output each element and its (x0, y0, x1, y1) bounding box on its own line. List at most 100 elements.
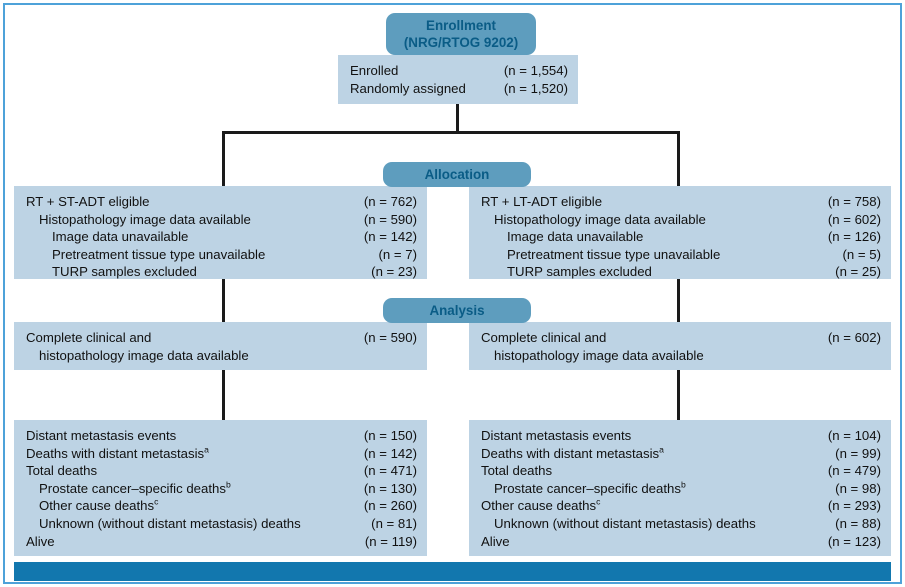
flow-row-count: (n = 98) (835, 480, 881, 496)
flow-row-label: Histopathology image data available (494, 211, 706, 227)
flow-row: Unknown (without distant metastasis) dea… (26, 515, 417, 533)
connector-right-to-allocation (677, 131, 680, 187)
connector-left-allocation-to-analysis (222, 279, 225, 323)
flow-row-count: (n = 260) (363, 498, 417, 514)
connector-left-to-allocation (222, 131, 225, 187)
flow-row-count: (n = 602) (827, 211, 881, 227)
connector-left-analysis-to-outcomes (222, 370, 225, 421)
flow-row: Prostate cancer–specific deathsb(n = 130… (26, 480, 417, 498)
allocation-left-rows: RT + ST-ADT eligible (n = 762) Histopathol… (14, 186, 427, 288)
flow-row: Total deaths (n = 479) (481, 462, 881, 480)
flow-row-count: (n = 123) (827, 533, 881, 549)
connector-right-analysis-to-outcomes (677, 370, 680, 421)
flow-row-count: (n = 130) (363, 480, 417, 496)
enrollment-rows: Enrolled(n = 1,554)Randomly assigned(n =… (338, 55, 578, 104)
stage-pill-enrollment: Enrollment (NRG/RTOG 9202) (386, 13, 536, 55)
allocation-right-rows: RT + LT-ADT eligible (n = 758) Histopathol… (469, 186, 891, 288)
flow-row-label: TURP samples excluded (507, 264, 652, 280)
flow-row: Randomly assigned(n = 1,520) (350, 80, 568, 98)
flow-row: Complete clinical and(n = 590) (26, 329, 417, 347)
flow-row-label: Other cause deathsc (481, 496, 601, 514)
flow-row: Enrolled(n = 1,554) (350, 62, 568, 80)
flow-row-label: Deaths with distant metastasisa (26, 444, 209, 461)
flow-row-count: (n = 5) (842, 246, 881, 262)
flow-row-count: (n = 81) (371, 515, 417, 531)
stage-pill-allocation: Allocation (383, 162, 531, 187)
flow-row-count: (n = 150) (363, 428, 417, 443)
flow-row-label: Total deaths (481, 463, 553, 479)
stage-enrollment-line1: Enrollment (426, 18, 496, 33)
flow-row-label: RT + LT-ADT eligible (481, 194, 603, 209)
flow-row-label: Enrolled (350, 63, 399, 78)
flow-row-count: (n = 471) (363, 463, 417, 479)
flow-row-count: (n = 590) (363, 330, 417, 345)
flow-row: Histopathology image data available (n = … (26, 211, 417, 229)
outcomes-box-right: Distant metastasis events (n = 104) Deaths… (469, 420, 891, 556)
flow-row: Distant metastasis events (n = 150) (26, 427, 417, 445)
flow-row-label: Pretreatment tissue type unavailable (507, 246, 721, 262)
analysis-left-rows: Complete clinical and(n = 590)histopatho… (14, 322, 427, 371)
connector-split-horizontal (222, 131, 680, 134)
flow-row: Complete clinical and (n = 602) (481, 329, 881, 347)
analysis-box-left: Complete clinical and(n = 590)histopatho… (14, 322, 427, 370)
flow-row: Prostate cancer–specific deathsb (n = 98) (481, 480, 881, 498)
flow-row-label: Histopathology image data available (39, 211, 251, 227)
footer-accent-bar (14, 562, 891, 581)
flow-row: Other cause deathsc (n = 293) (481, 497, 881, 515)
flow-row: Image data unavailable (n = 142) (26, 228, 417, 246)
stage-enrollment-line2: (NRG/RTOG 9202) (403, 35, 519, 50)
footnote-marker: b (225, 479, 231, 490)
flow-row-label: Deaths with distant metastasisa (481, 444, 664, 461)
flow-row: RT + LT-ADT eligible (n = 758) (481, 193, 881, 211)
flow-row-count: (n = 126) (827, 229, 881, 245)
flow-row-count: (n = 88) (835, 515, 881, 531)
outcomes-box-left: Distant metastasis events (n = 150) Deaths… (14, 420, 427, 556)
stage-pill-analysis: Analysis (383, 298, 531, 323)
flow-row-label: Pretreatment tissue type unavailable (52, 246, 266, 262)
footnote-marker: a (204, 444, 209, 455)
footnote-marker: c (154, 496, 159, 507)
flow-row-count: (n = 293) (827, 498, 881, 514)
stage-analysis-label: Analysis (429, 303, 485, 318)
flow-row-count: (n = 142) (363, 445, 417, 461)
flow-row: Total deaths(n = 471) (26, 462, 417, 480)
flow-row-count: (n = 104) (827, 428, 881, 443)
flow-row-count: (n = 7) (378, 246, 417, 262)
flow-row-label: Complete clinical and (481, 330, 607, 345)
flow-row-label: TURP samples excluded (52, 264, 197, 280)
flow-row-count: (n = 758) (827, 194, 881, 209)
flow-row-count: (n = 602) (827, 330, 881, 345)
analysis-box-right: Complete clinical and (n = 602) histopatho… (469, 322, 891, 370)
flow-row-label: Distant metastasis events (26, 428, 177, 443)
flow-row: Deaths with distant metastasisa (n = 99) (481, 445, 881, 463)
flow-row-label: Unknown (without distant metastasis) dea… (39, 515, 301, 531)
flow-row-count: (n = 479) (827, 463, 881, 479)
flow-row-count: (n = 142) (363, 229, 417, 245)
flow-row-count: (n = 25) (835, 264, 881, 280)
connector-right-allocation-to-analysis (677, 279, 680, 323)
flow-row-label: Alive (481, 533, 510, 549)
flow-row-label: Image data unavailable (507, 229, 644, 245)
footnote-marker: b (680, 479, 686, 490)
footnote-marker: a (659, 444, 664, 455)
flow-row-label: Alive (26, 533, 55, 549)
flow-row-count: (n = 762) (363, 194, 417, 209)
flow-row: Other cause deathsc (n = 260) (26, 497, 417, 515)
flow-row: TURP samples excluded(n = 23) (26, 263, 417, 281)
flow-row-label: Distant metastasis events (481, 428, 632, 443)
flow-row-label: Prostate cancer–specific deathsb (494, 479, 686, 496)
flow-row: Pretreatment tissue type unavailable (n =… (481, 246, 881, 264)
flow-row-count: (n = 590) (363, 211, 417, 227)
flow-row: histopathology image data available (481, 347, 881, 365)
flow-row: Distant metastasis events (n = 104) (481, 427, 881, 445)
flow-row: TURP samples excluded (n = 25) (481, 263, 881, 281)
flow-row: histopathology image data available (26, 347, 417, 365)
flow-row-label: RT + ST-ADT eligible (26, 194, 150, 209)
flow-row-count: (n = 99) (835, 445, 881, 461)
connector-enrollment-down (456, 104, 459, 132)
flow-row-count: (n = 119) (364, 533, 417, 549)
outcomes-right-rows: Distant metastasis events (n = 104) Deaths… (469, 420, 891, 557)
flow-row-label: Other cause deathsc (39, 496, 159, 514)
flow-row-label: Image data unavailable (52, 229, 189, 245)
